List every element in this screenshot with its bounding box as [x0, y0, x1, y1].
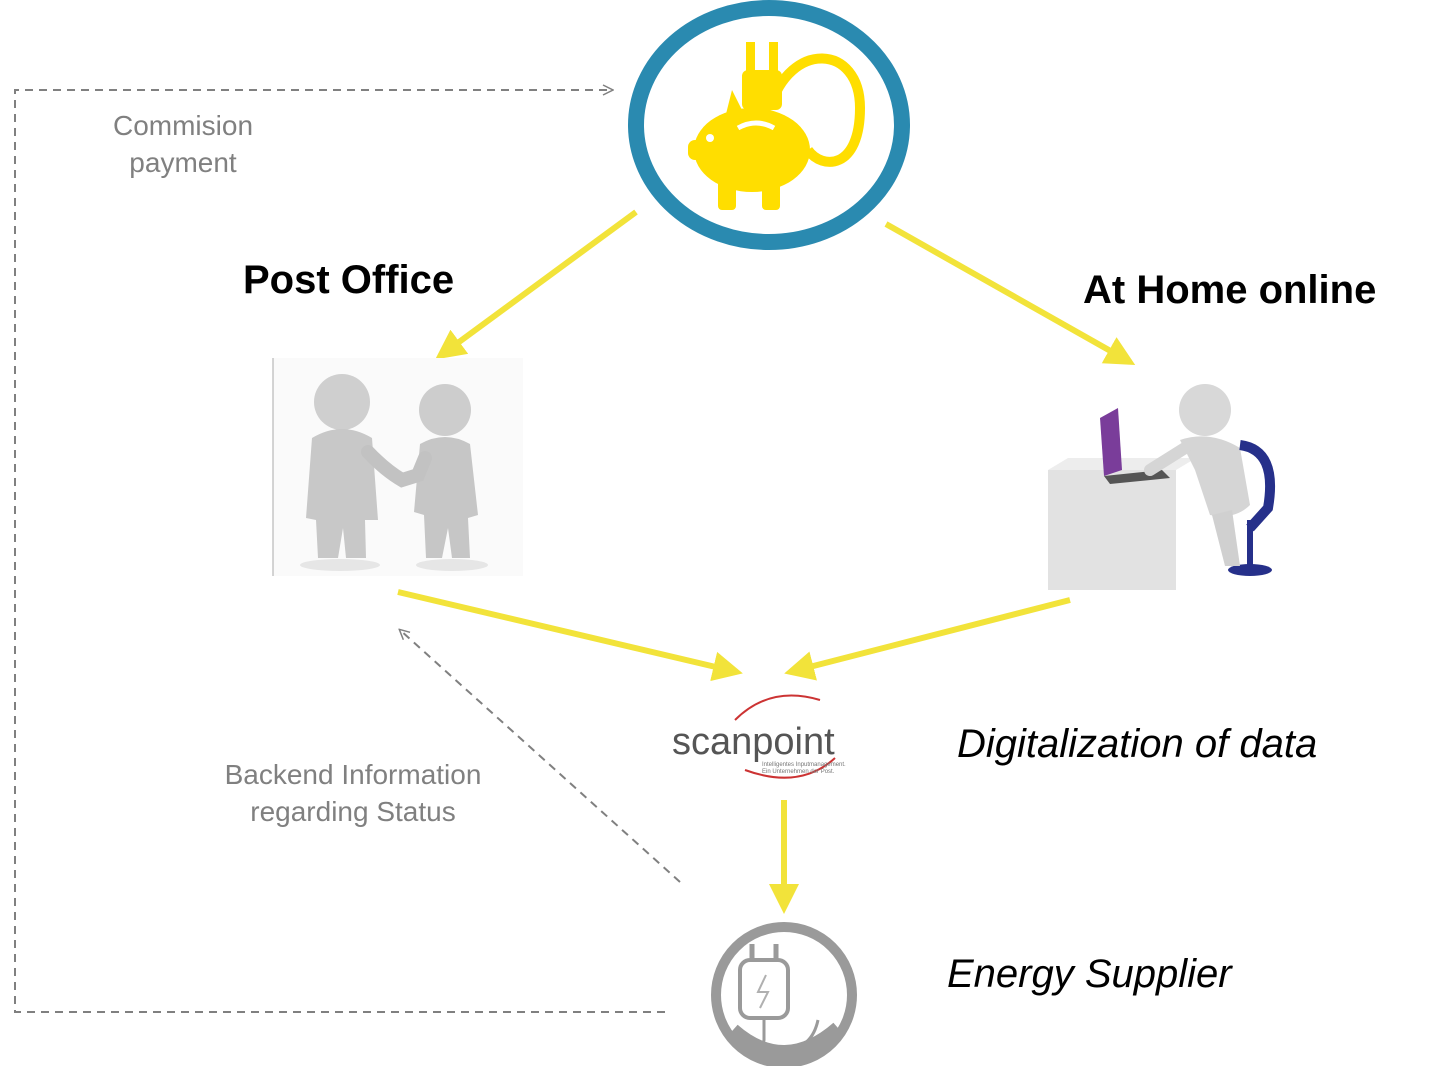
- backend-line-2: regarding Status: [250, 796, 456, 827]
- at-home-heading: At Home online: [1083, 268, 1377, 312]
- backend-line-1: Backend Information: [224, 759, 482, 790]
- commission-payment-line: [14, 90, 665, 1013]
- arrow-post-office-to-scanpoint: [397, 589, 743, 682]
- arrow-top-to-post-office: [435, 209, 638, 360]
- commission-line-1: Commision: [112, 110, 254, 141]
- scanpoint-logo: scanpoint: [672, 722, 835, 762]
- power-plug-icon: [711, 922, 857, 1066]
- backend-info-label: Backend Information regarding Status: [200, 756, 506, 830]
- energy-supplier-label: Energy Supplier: [947, 952, 1232, 996]
- scanpoint-arcs-icon: [734, 694, 836, 779]
- handshake-figures-icon: [272, 358, 523, 576]
- arrow-top-to-home: [884, 221, 1136, 365]
- commission-payment-label: Commision payment: [98, 107, 268, 181]
- person-at-laptop-icon: [1048, 384, 1276, 590]
- scanpoint-logo-text: scanpoint: [672, 721, 835, 763]
- commission-line-2: payment: [129, 147, 237, 178]
- backend-info-line: [400, 630, 681, 883]
- scanpoint-tagline-2: Ein Unternehmen der Post.: [762, 769, 835, 775]
- scanpoint-tagline-1: Intelligentes Inputmanagement.: [762, 762, 846, 768]
- post-office-heading: Post Office: [243, 258, 455, 302]
- piggy-bank-plug-icon: [628, 0, 910, 250]
- scanpoint-tagline: Intelligentes Inputmanagement. Ein Unter…: [762, 762, 846, 776]
- arrow-home-to-scanpoint: [784, 597, 1071, 681]
- digitalization-label: Digitalization of data: [957, 722, 1318, 766]
